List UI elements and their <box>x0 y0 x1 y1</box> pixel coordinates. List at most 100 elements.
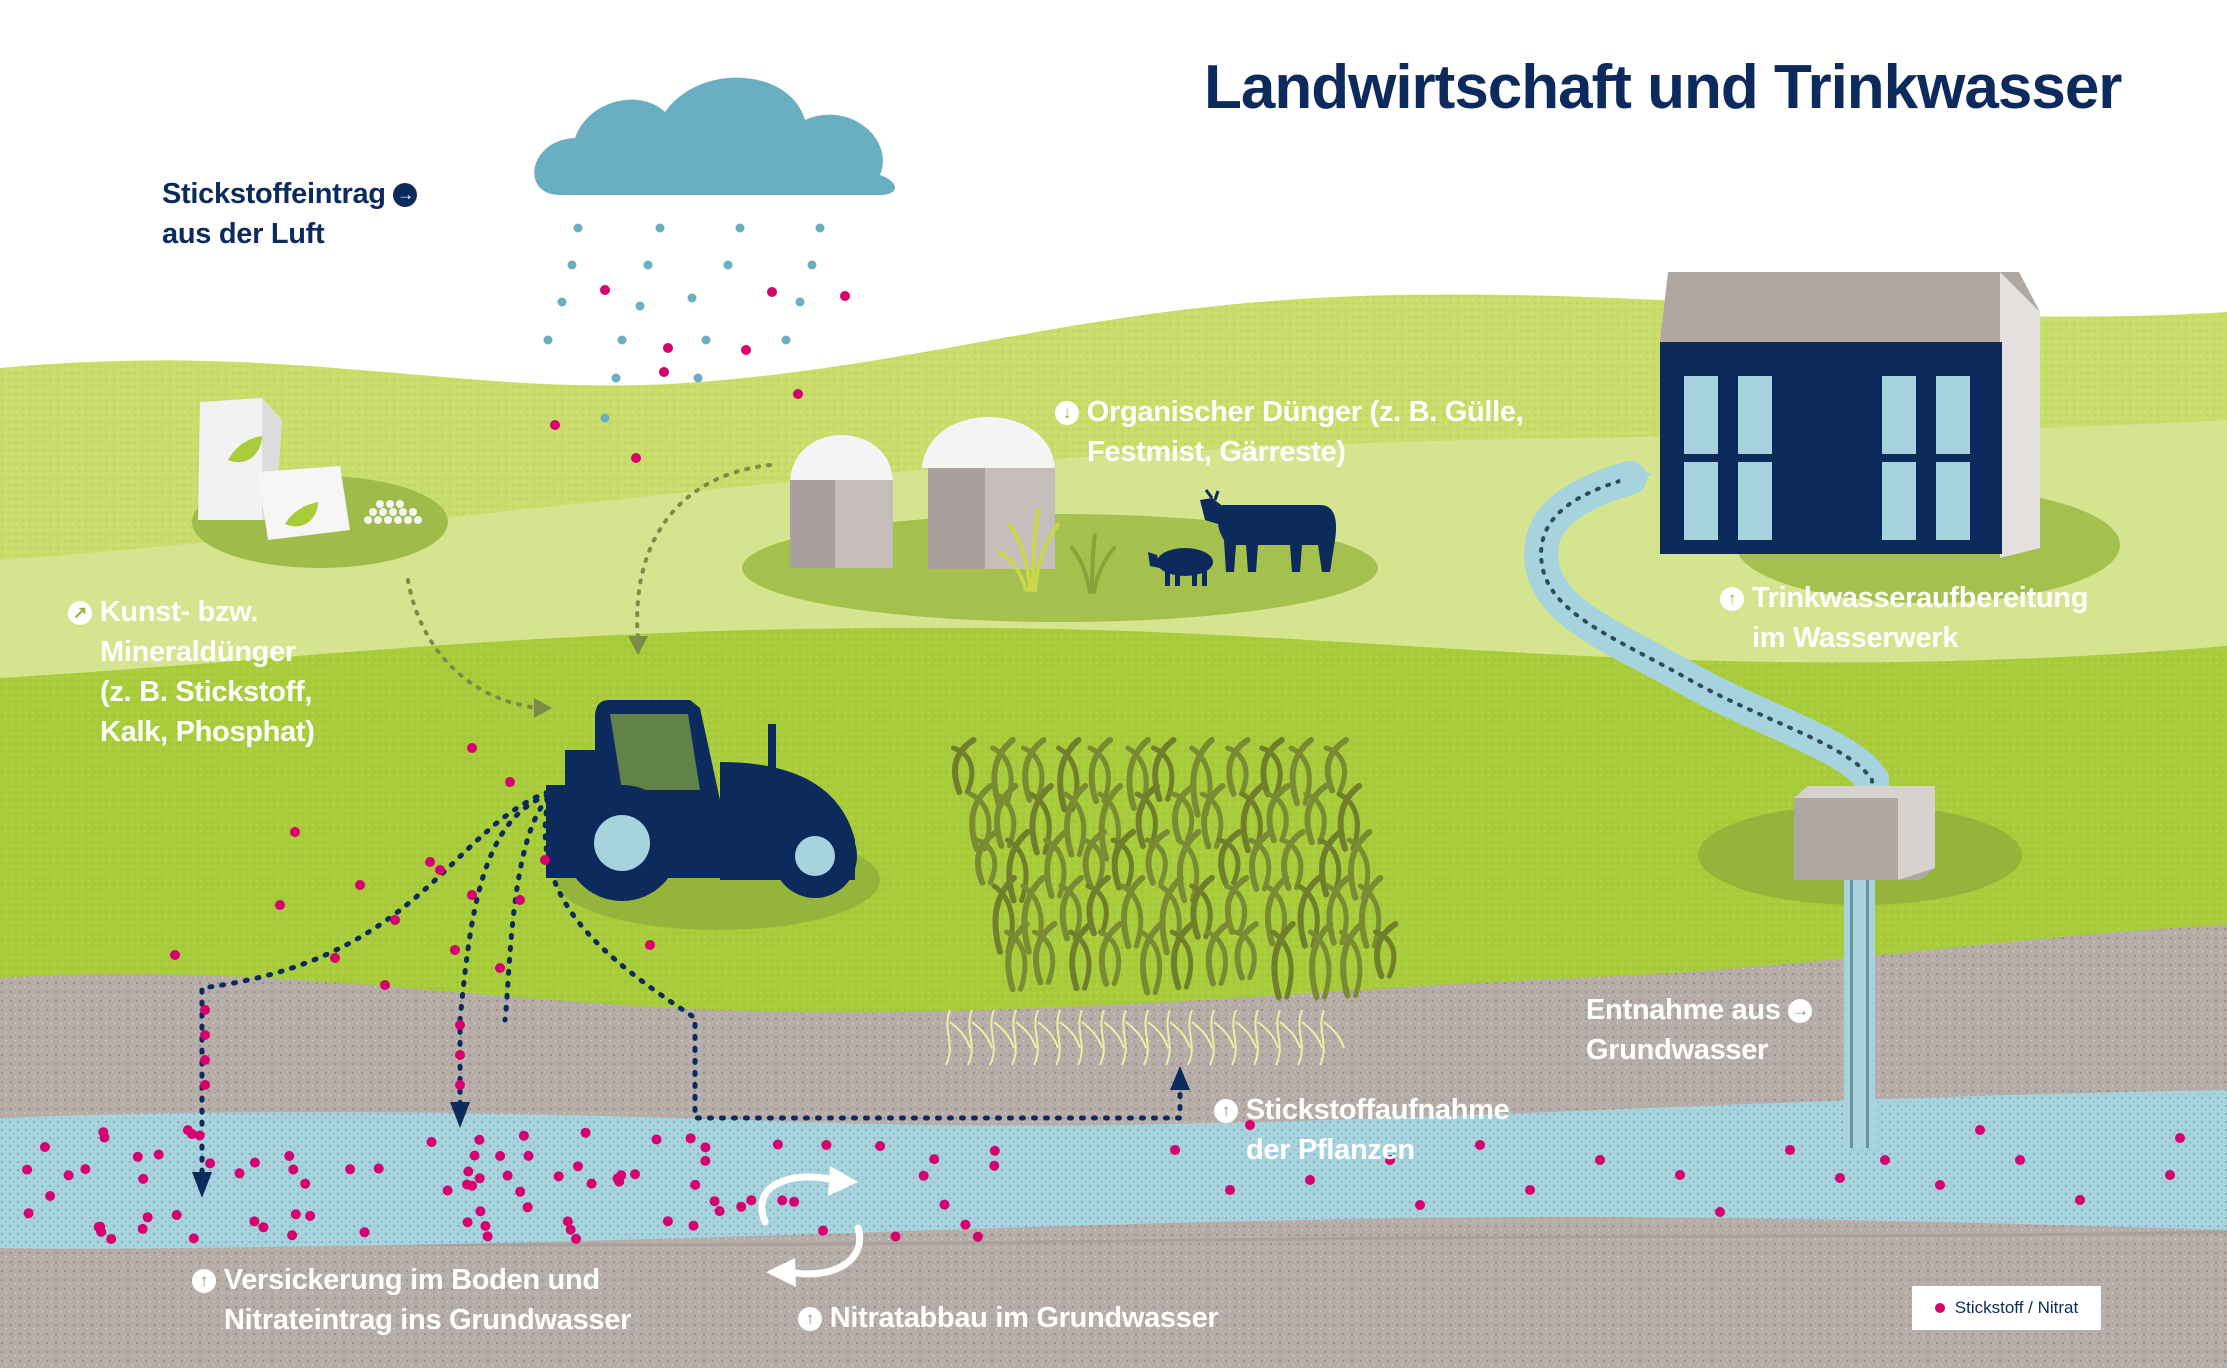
crop-leaf <box>1175 837 1200 903</box>
crop-leaf <box>1139 921 1165 996</box>
nitrate-dot <box>540 855 550 865</box>
rain-drops <box>543 223 850 463</box>
crop-leaf <box>1082 829 1107 888</box>
label-waterworks-line-1: Trinkwasseraufbereitung <box>1751 582 2089 614</box>
label-plant-uptake: ↑ Stickstoffaufnahme der Pflanzen <box>1214 1090 1510 1170</box>
nitrate-dot <box>663 343 673 353</box>
nitrate-dot <box>22 1164 33 1175</box>
nitrate-dot <box>1835 1173 1845 1183</box>
crop-leaf <box>950 745 975 795</box>
label-organic-line-1: Organischer Dünger (z. B. Gülle, <box>1086 396 1524 428</box>
crop-leaf <box>1347 829 1373 901</box>
farm-pad <box>742 514 1378 622</box>
nitrate-dots <box>22 743 2185 1244</box>
crop-leaf <box>1201 783 1226 850</box>
crop-leaf <box>1223 883 1247 935</box>
crop-leaf <box>1340 921 1365 999</box>
nitrate-dot <box>258 1222 269 1233</box>
crop-leaf <box>990 745 1014 807</box>
crop-leaf <box>1357 883 1382 949</box>
rain-drop <box>687 293 697 303</box>
nitrate-dot <box>1715 1207 1725 1217</box>
nitrate-dot <box>467 743 477 753</box>
plant-root <box>1319 1009 1345 1066</box>
farm-grass <box>998 508 1060 592</box>
nitrate-dot <box>645 940 655 950</box>
nitrate-dot <box>290 1209 301 1220</box>
nitrate-dot <box>480 1221 491 1231</box>
crop-leaf <box>1217 837 1241 886</box>
nitrate-dot <box>495 1151 506 1161</box>
nitrate-dot <box>890 1231 901 1242</box>
rain-drop <box>723 260 733 270</box>
crop-leaf <box>1032 921 1058 986</box>
crop-leaf <box>1138 929 1163 996</box>
crop-leaf <box>952 737 977 795</box>
nitrate-dot <box>275 900 285 910</box>
crop-leaf <box>992 875 1017 955</box>
plant-root <box>1077 1009 1103 1066</box>
rain-drop <box>795 297 805 307</box>
nitrate-dot <box>630 1169 640 1180</box>
nitrate-dot <box>495 963 505 973</box>
label-seepage-line-1: Versickerung im Boden und <box>223 1264 600 1296</box>
crop-leaf <box>1110 837 1134 891</box>
crop-leaf <box>1059 875 1085 942</box>
crop-leaf <box>1279 837 1304 891</box>
crop-leaf <box>1044 829 1069 899</box>
plant-root <box>1253 1009 1279 1066</box>
crop-leaf <box>1098 921 1124 987</box>
plant-root <box>989 1009 1015 1066</box>
crop-leaf <box>1204 929 1228 987</box>
nitrate-dot <box>170 950 180 960</box>
nitrate-dot <box>182 1125 193 1136</box>
nitrate-dot <box>1415 1200 1425 1210</box>
nitrate-dot <box>1525 1185 1535 1195</box>
nitrate-dot <box>709 1196 720 1207</box>
nitrate-dot <box>875 1141 886 1151</box>
label-mineral-line-2: Mineraldünger <box>100 636 296 668</box>
nitrate-dot <box>772 1139 783 1150</box>
nitrate-dot <box>505 777 515 787</box>
nitrate-dot <box>469 1150 480 1161</box>
nitrate-dot <box>918 1170 929 1181</box>
nitrate-dot <box>455 1020 465 1030</box>
nitrate-dot <box>573 1161 583 1172</box>
rain-drop <box>557 297 567 307</box>
nitrate-dot <box>1595 1155 1605 1165</box>
crop-leaf <box>1337 783 1363 852</box>
nitrate-dot <box>1170 1145 1180 1155</box>
rain-drop <box>643 260 653 270</box>
plant-root <box>1121 1009 1147 1066</box>
arrow-up-circle-icon: ↑ <box>1214 1099 1238 1123</box>
nitrate-dot <box>1880 1155 1890 1165</box>
cow <box>1200 489 1337 572</box>
crop-leaf <box>1111 829 1137 891</box>
crop-leaf <box>1006 829 1031 904</box>
crop-leaf <box>1190 875 1215 940</box>
waterworks-building <box>1660 272 2040 558</box>
legend: Stickstoff / Nitrat <box>1912 1286 2101 1330</box>
nitrate-dot <box>249 1157 260 1168</box>
plant-root <box>1011 1009 1037 1066</box>
nitrate-dot <box>426 1137 437 1147</box>
crop-leaf <box>1081 837 1105 888</box>
rain-drop <box>701 335 711 345</box>
crop-leaf <box>1225 745 1249 797</box>
nitrate-dot <box>840 291 850 301</box>
crop-leaf <box>1205 921 1231 987</box>
nitrate-dot <box>571 1233 581 1244</box>
nitrate-dot <box>939 1199 950 1210</box>
arrow-uptake <box>1170 1066 1190 1090</box>
crop-leaf <box>1057 737 1082 813</box>
degradation-cycle <box>758 1173 864 1278</box>
nitrate-dot <box>586 1178 597 1189</box>
rain-drop <box>635 301 645 311</box>
crop-leaf <box>1226 737 1251 797</box>
crop-leaf <box>1144 837 1168 886</box>
crop-leaf <box>1309 921 1334 1001</box>
crop-leaf <box>1135 783 1160 849</box>
crop-leaf <box>1062 791 1087 857</box>
plant-root <box>1055 1009 1081 1066</box>
arrow-seepage-2 <box>450 1102 470 1128</box>
